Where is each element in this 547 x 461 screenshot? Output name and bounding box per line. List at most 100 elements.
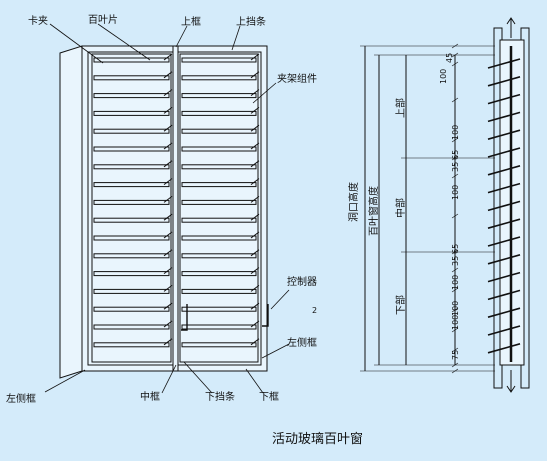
bottom-arrow <box>506 370 516 393</box>
section-blade <box>487 325 521 336</box>
blade-clip <box>163 142 173 150</box>
dim-100-d: 100 <box>451 275 460 290</box>
louver-blade <box>93 128 170 134</box>
label-middle-frame: 中框 <box>140 390 160 403</box>
dim-35-a: 35 <box>451 162 460 172</box>
right-panel <box>179 53 259 363</box>
label-left-side-frame-left: 左侧框 <box>6 392 36 405</box>
blade-clip <box>163 124 173 132</box>
dim-upper: 上部 <box>394 98 407 118</box>
section-blade <box>487 165 521 176</box>
blade-clip <box>163 53 173 61</box>
section-blade <box>487 200 521 212</box>
blade-clip <box>250 71 260 79</box>
blade-clip <box>250 213 260 221</box>
label-bottom-stop: 下挡条 <box>205 390 235 403</box>
dim-100-c: 100 <box>451 185 460 200</box>
louver-blade <box>93 288 170 294</box>
label-louver-blade: 百叶片 <box>88 13 118 26</box>
louver-blade <box>181 93 257 99</box>
dim-100-b: 100 <box>451 125 460 140</box>
blade-clip <box>163 302 173 310</box>
section-blade <box>487 147 521 158</box>
louver-blade <box>181 128 257 134</box>
louver-blade <box>181 217 257 223</box>
label-controller: 控制器 <box>287 275 317 288</box>
blade-clip <box>250 249 260 257</box>
louver-blade <box>181 164 257 170</box>
dim-100-f: 100 <box>451 301 460 316</box>
blade-clip <box>163 107 173 114</box>
section-blade <box>487 111 521 123</box>
louver-blade <box>93 324 170 330</box>
diagram-caption: 活动玻璃百叶窗 <box>272 431 363 447</box>
blade-clip <box>250 142 260 150</box>
louver-blade <box>93 110 170 116</box>
section-blade <box>487 76 521 87</box>
blade-clip <box>163 89 173 96</box>
louver-blade <box>93 57 170 63</box>
blade-clip <box>250 107 260 114</box>
elevation-view <box>59 45 269 379</box>
section-blade <box>487 218 521 229</box>
section-blade <box>487 307 521 318</box>
dim-middle: 中部 <box>394 198 407 218</box>
louver-blade <box>93 75 170 81</box>
section-blade <box>487 236 521 247</box>
louver-blade <box>93 217 170 223</box>
label-top-frame: 上框 <box>181 15 201 28</box>
top-arrow <box>506 17 516 38</box>
label-clip: 卡夹 <box>28 14 48 27</box>
louver-blade <box>181 235 257 241</box>
blade-clip <box>163 178 173 186</box>
blade-clip <box>250 89 260 96</box>
blade-clip <box>250 302 260 310</box>
blade-clip <box>250 231 260 239</box>
blade-clip <box>163 267 173 275</box>
blade-clip <box>163 249 173 257</box>
controller-handle <box>181 304 269 331</box>
louver-blade <box>181 253 257 259</box>
dim-louver-height: 百叶窗高度 <box>367 186 380 236</box>
louver-blade <box>181 146 257 152</box>
louver-blade <box>93 342 170 348</box>
dim-45: 45 <box>445 53 454 63</box>
section-blade <box>487 271 521 283</box>
left-panel <box>91 53 172 363</box>
louver-blade <box>181 342 257 348</box>
blade-clip <box>250 160 260 168</box>
label-left-side-frame-right: 左侧框 <box>287 336 317 349</box>
blade-clip <box>250 338 260 346</box>
louver-blades <box>93 53 260 348</box>
blade-clip <box>163 231 173 239</box>
section-blade <box>487 182 521 194</box>
louver-blade <box>181 288 257 294</box>
blade-clip <box>163 160 173 168</box>
label-clip-frame-assembly: 夹架组件 <box>277 72 317 85</box>
louver-blade <box>93 253 170 259</box>
dim-65-a: 65 <box>451 150 460 160</box>
blade-clip <box>163 284 173 292</box>
left-side-frame <box>59 45 83 379</box>
leader-lines <box>44 23 290 394</box>
label-bottom-frame: 下框 <box>259 390 279 403</box>
louver-blade <box>93 235 170 241</box>
blade-clip <box>163 195 173 203</box>
middle-frame-bar <box>172 45 179 372</box>
louver-blade <box>93 93 170 99</box>
section-blade <box>487 129 521 140</box>
louver-blade <box>93 146 170 152</box>
louver-blade <box>181 199 257 205</box>
blade-clip <box>250 178 260 186</box>
blade-clip <box>250 320 260 328</box>
louver-blade <box>181 57 257 63</box>
dim-lower: 下部 <box>394 295 407 315</box>
section-blade <box>487 58 521 69</box>
section-blade <box>487 343 521 354</box>
blade-clip <box>250 53 260 61</box>
blade-clip <box>163 338 173 346</box>
blade-clip <box>250 267 260 275</box>
section-blade <box>487 93 521 105</box>
louver-blade <box>181 182 257 188</box>
louver-blade <box>93 271 170 277</box>
